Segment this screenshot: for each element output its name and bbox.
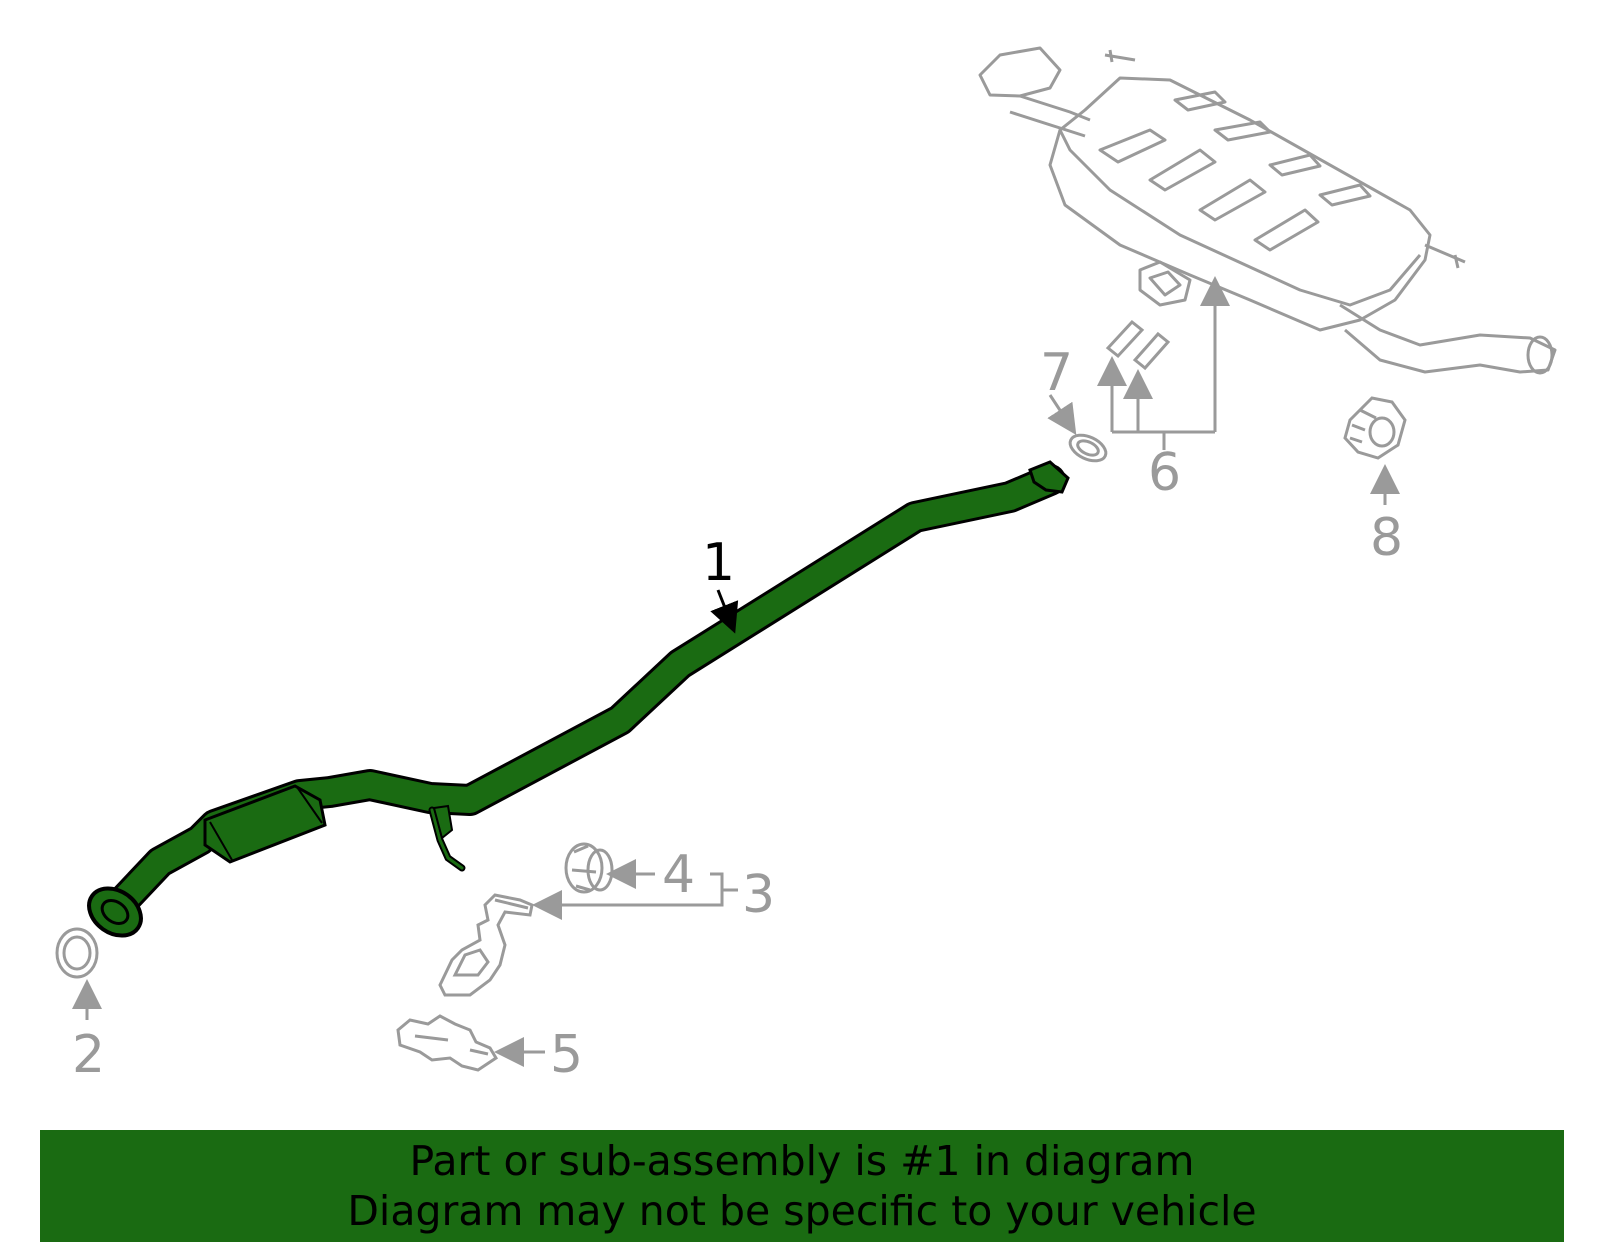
catalytic-converter bbox=[203, 784, 327, 864]
hanger-bracket-fill bbox=[430, 808, 464, 870]
callout-3-bracket bbox=[710, 872, 738, 907]
callout-5: 5 bbox=[550, 1025, 583, 1085]
callout-8: 8 bbox=[1370, 508, 1403, 568]
callout-2: 2 bbox=[72, 1025, 105, 1085]
converter-seam-2 bbox=[209, 821, 233, 861]
mounting-studs[interactable] bbox=[1105, 319, 1171, 371]
front-flange bbox=[87, 886, 143, 938]
hanger-bracket-part[interactable] bbox=[438, 893, 534, 997]
callout-4: 4 bbox=[662, 845, 695, 905]
callout-7-arrow bbox=[1047, 394, 1077, 436]
converter-seam bbox=[296, 786, 323, 824]
callout-3: 3 bbox=[742, 865, 775, 925]
callout-6-bracket bbox=[1110, 285, 1217, 450]
muffler-assembly[interactable] bbox=[978, 46, 1557, 375]
pipe-fill bbox=[97, 467, 1063, 928]
rear-hanger-insulator[interactable] bbox=[1343, 396, 1407, 460]
exhaust-pipe-assembly[interactable] bbox=[80, 460, 1070, 945]
callout-6: 6 bbox=[1148, 443, 1181, 503]
info-banner: Part or sub-assembly is #1 in diagram Di… bbox=[40, 1130, 1564, 1242]
callout-1: 1 bbox=[702, 533, 735, 593]
callout-7: 7 bbox=[1040, 343, 1073, 403]
callout-1-arrow bbox=[710, 589, 739, 634]
hanger-plate bbox=[432, 804, 454, 840]
banner-line-1: Part or sub-assembly is #1 in diagram bbox=[409, 1137, 1195, 1185]
heat-shield-bracket[interactable] bbox=[396, 1014, 499, 1072]
rubber-isolator[interactable] bbox=[564, 842, 614, 894]
rear-gasket[interactable] bbox=[1066, 430, 1110, 466]
banner-line-2: Diagram may not be specific to your vehi… bbox=[347, 1187, 1257, 1235]
rear-flange bbox=[1028, 460, 1070, 494]
front-gasket[interactable] bbox=[55, 927, 99, 979]
